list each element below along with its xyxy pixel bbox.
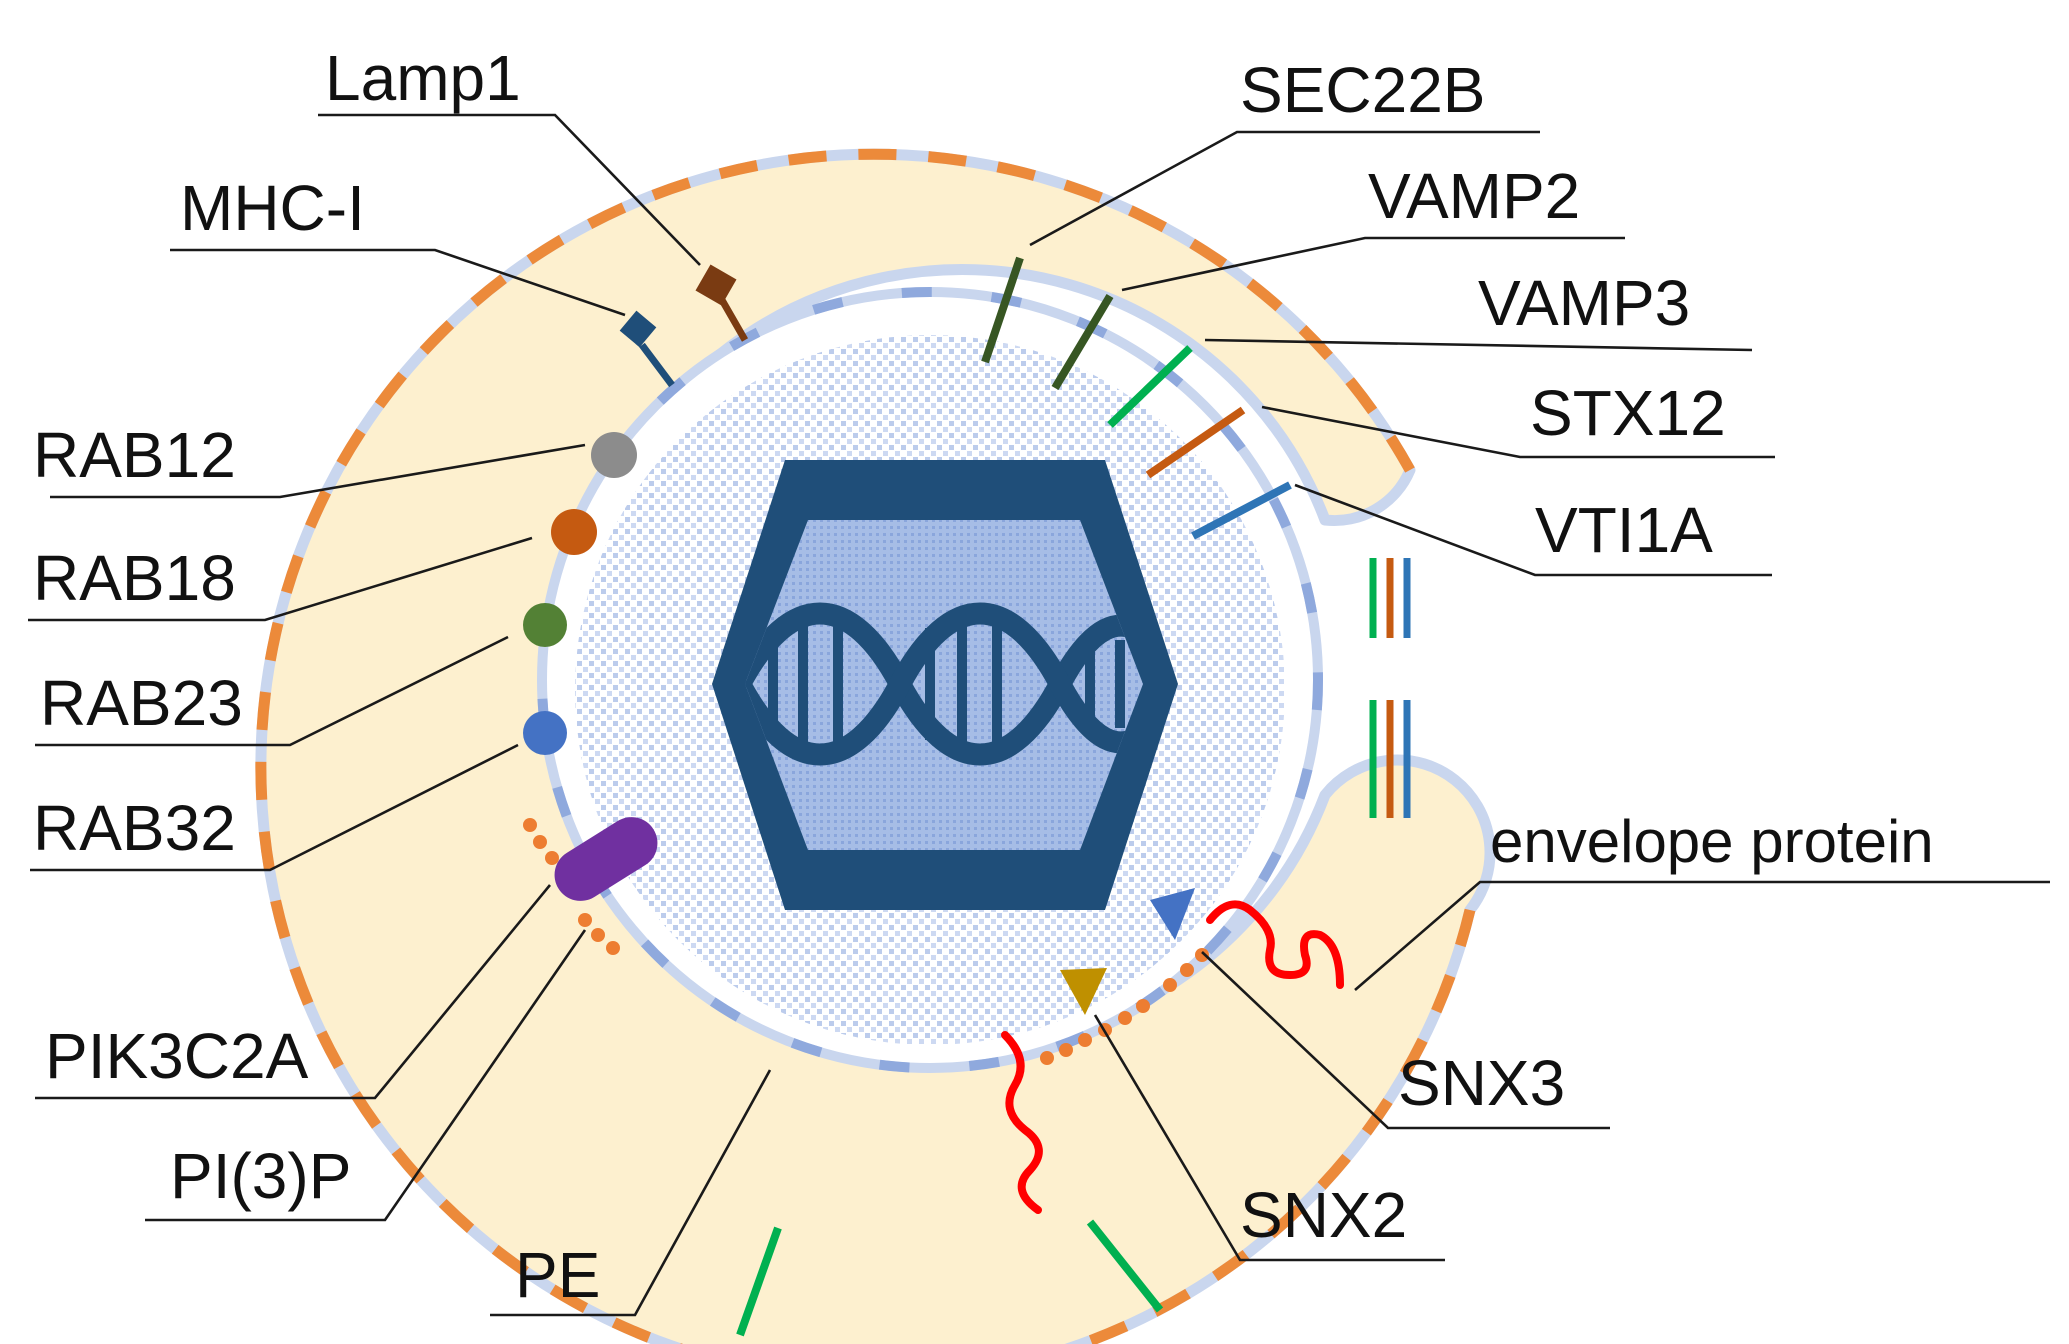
snare-bundle-lower (1369, 700, 1411, 818)
vti1a-marker (1191, 481, 1292, 540)
label-snx2: SNX2 (1240, 1179, 1407, 1251)
snare-bundle-upper (1369, 558, 1411, 638)
envelope-protein-marker-2 (1001, 1031, 1043, 1214)
label-vamp2: VAMP2 (1368, 160, 1580, 232)
label-snx3: SNX3 (1398, 1047, 1565, 1119)
vamp3-marker (1107, 345, 1193, 428)
lamp1-marker (695, 264, 749, 342)
snx3-marker (1150, 888, 1195, 940)
label-rab23: RAB23 (40, 667, 243, 739)
vamp2-marker (1051, 293, 1114, 391)
rab12-marker (591, 432, 637, 478)
leader-lines (28, 113, 2050, 1317)
label-pe: PE (515, 1239, 600, 1311)
mhc-i-marker (619, 310, 675, 388)
label-rab12: RAB12 (33, 419, 236, 491)
dna-in-hexagonal-capsid-icon (712, 460, 1178, 910)
label-sec22b: SEC22B (1240, 54, 1485, 126)
label-pi3p: PI(3)P (170, 1140, 351, 1212)
label-vti1a: VTI1A (1535, 494, 1713, 566)
label-vamp3: VAMP3 (1478, 267, 1690, 339)
label-rab18: RAB18 (33, 542, 236, 614)
envelope-protein-marker (1206, 900, 1344, 989)
label-mhc-i: MHC-I (180, 172, 365, 244)
label-lamp1: Lamp1 (325, 42, 521, 114)
sec22b-marker (981, 256, 1024, 364)
stx12-marker (1145, 406, 1246, 479)
rab32-marker (523, 711, 567, 755)
label-pik3c2a: PIK3C2A (45, 1020, 309, 1092)
label-stx12: STX12 (1530, 377, 1726, 449)
pik3c2a-marker (554, 817, 658, 901)
rab23-marker (523, 603, 567, 647)
label-envelope-protein: envelope protein (1490, 808, 1934, 875)
rab18-marker (551, 509, 597, 555)
snx2-marker (1060, 968, 1107, 1015)
outer-vamp3-marker-2 (1086, 1219, 1164, 1313)
outer-vamp3-marker-1 (736, 1226, 782, 1337)
labels: Lamp1 MHC-I RAB12 RAB18 RAB23 RAB32 PIK3… (33, 42, 1934, 1311)
label-rab32: RAB32 (33, 792, 236, 864)
